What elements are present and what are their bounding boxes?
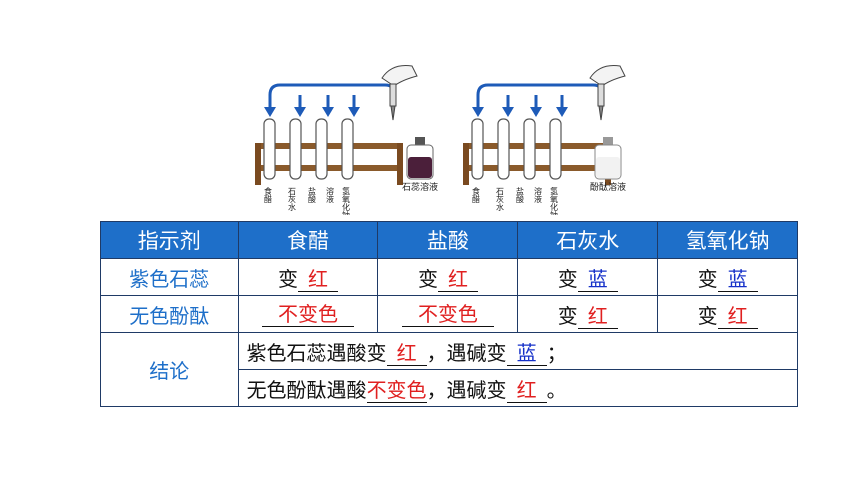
bottle-icon — [594, 137, 622, 180]
tube-label: 盐酸 — [516, 186, 525, 204]
tube-label: 盐酸 — [308, 186, 317, 204]
bottle-label-1: 石蕊溶液 — [401, 183, 438, 193]
cell: 变蓝 — [517, 258, 659, 296]
tube-label: 氢氧化钠 — [342, 186, 351, 215]
answer-blank: 不变色 — [401, 302, 494, 327]
header-limewater: 石灰水 — [517, 221, 659, 259]
answer-blank: 红 — [298, 267, 339, 292]
dropper-hand-2 — [580, 58, 630, 128]
dropper-icon — [381, 65, 418, 121]
bottle-label-2: 酚酞溶液 — [589, 183, 626, 193]
cell: 不变色 — [237, 295, 379, 333]
cell: 变红 — [377, 258, 519, 296]
dropper-hand-1 — [372, 58, 422, 128]
table-row-phenolphthalein: 无色酚酞 不变色 不变色 变红 变红 — [100, 295, 798, 333]
tube-label: 食醋 — [472, 186, 481, 204]
test-tube-rack-1-drawing: 食醋 石灰水 盐酸溶液氢氧化钠 — [255, 83, 403, 220]
cell-prefix: 变 — [278, 266, 299, 291]
cell: 不变色 — [377, 295, 519, 333]
answer-blank: 不变色 — [366, 377, 427, 403]
answer-blank: 红 — [717, 304, 758, 329]
conclusion-text: 。 — [546, 377, 567, 402]
answer-blank: 红 — [437, 267, 478, 292]
answer-blank: 红 — [386, 341, 427, 366]
phenolphthalein-bottle — [573, 135, 643, 195]
cell-prefix: 变 — [697, 303, 718, 328]
cell: 变红 — [237, 258, 379, 296]
tube-label: 石灰水 — [288, 187, 297, 211]
answer-blank: 不变色 — [262, 302, 355, 327]
header-indicator: 指示剂 — [100, 221, 239, 259]
conclusion-line-1: 紫色石蕊遇酸变红，遇碱变蓝； — [237, 332, 799, 370]
row-label-litmus: 紫色石蕊 — [100, 258, 239, 296]
cell-prefix: 变 — [697, 266, 718, 291]
answer-blank: 蓝 — [506, 341, 547, 366]
table-header-row: 指示剂 食醋 盐酸 石灰水 氢氧化钠 — [100, 221, 798, 259]
tube-label: 溶液 — [326, 186, 335, 204]
table-row-litmus: 紫色石蕊 变红 变红 变蓝 变蓝 — [100, 258, 798, 296]
test-tube-rack-1: 食醋 石灰水 盐酸溶液氢氧化钠 — [250, 55, 428, 220]
conclusion-text: ，遇碱变 — [426, 340, 507, 365]
tube-label: 溶液 — [534, 186, 543, 204]
conclusion-row-2: 无色酚酞遇酸不变色，遇碱变红。 — [101, 369, 799, 407]
cell: 变红 — [517, 295, 659, 333]
cell: 变红 — [657, 295, 798, 333]
litmus-bottle — [385, 135, 455, 195]
cell-prefix: 变 — [557, 303, 578, 328]
conclusion-text: 紫色石蕊遇酸变 — [246, 340, 387, 365]
header-hydrochloric-acid: 盐酸 — [377, 221, 519, 259]
cell-prefix: 变 — [557, 266, 578, 291]
conclusion-row-1: 结论 紫色石蕊遇酸变红，遇碱变蓝； — [100, 332, 799, 407]
conclusion-text: ，遇碱变 — [426, 377, 507, 402]
cell-prefix: 变 — [417, 266, 438, 291]
tube-label: 食醋 — [264, 186, 273, 204]
tube-label: 氢氧化钠 — [550, 186, 559, 215]
conclusion-label: 结论 — [100, 332, 239, 407]
answer-blank: 蓝 — [717, 267, 758, 292]
answer-blank: 蓝 — [577, 267, 618, 292]
conclusion-text: ； — [546, 340, 567, 365]
tube-label: 石灰水 — [496, 187, 505, 211]
header-sodium-hydroxide: 氢氧化钠 — [657, 221, 798, 259]
conclusion-line-2: 无色酚酞遇酸不变色，遇碱变红。 — [237, 369, 799, 407]
conclusion-text: 无色酚酞遇酸 — [246, 377, 367, 402]
bottle-icon — [406, 137, 434, 180]
cell: 变蓝 — [657, 258, 798, 296]
answer-blank: 红 — [577, 304, 618, 329]
row-label-phenolphthalein: 无色酚酞 — [100, 295, 239, 333]
dropper-icon — [589, 65, 626, 121]
answer-blank: 红 — [506, 378, 547, 403]
header-vinegar: 食醋 — [237, 221, 379, 259]
indicator-table: 指示剂 食醋 盐酸 石灰水 氢氧化钠 紫色石蕊 变红 变红 变蓝 变蓝 无色酚酞… — [100, 221, 799, 407]
